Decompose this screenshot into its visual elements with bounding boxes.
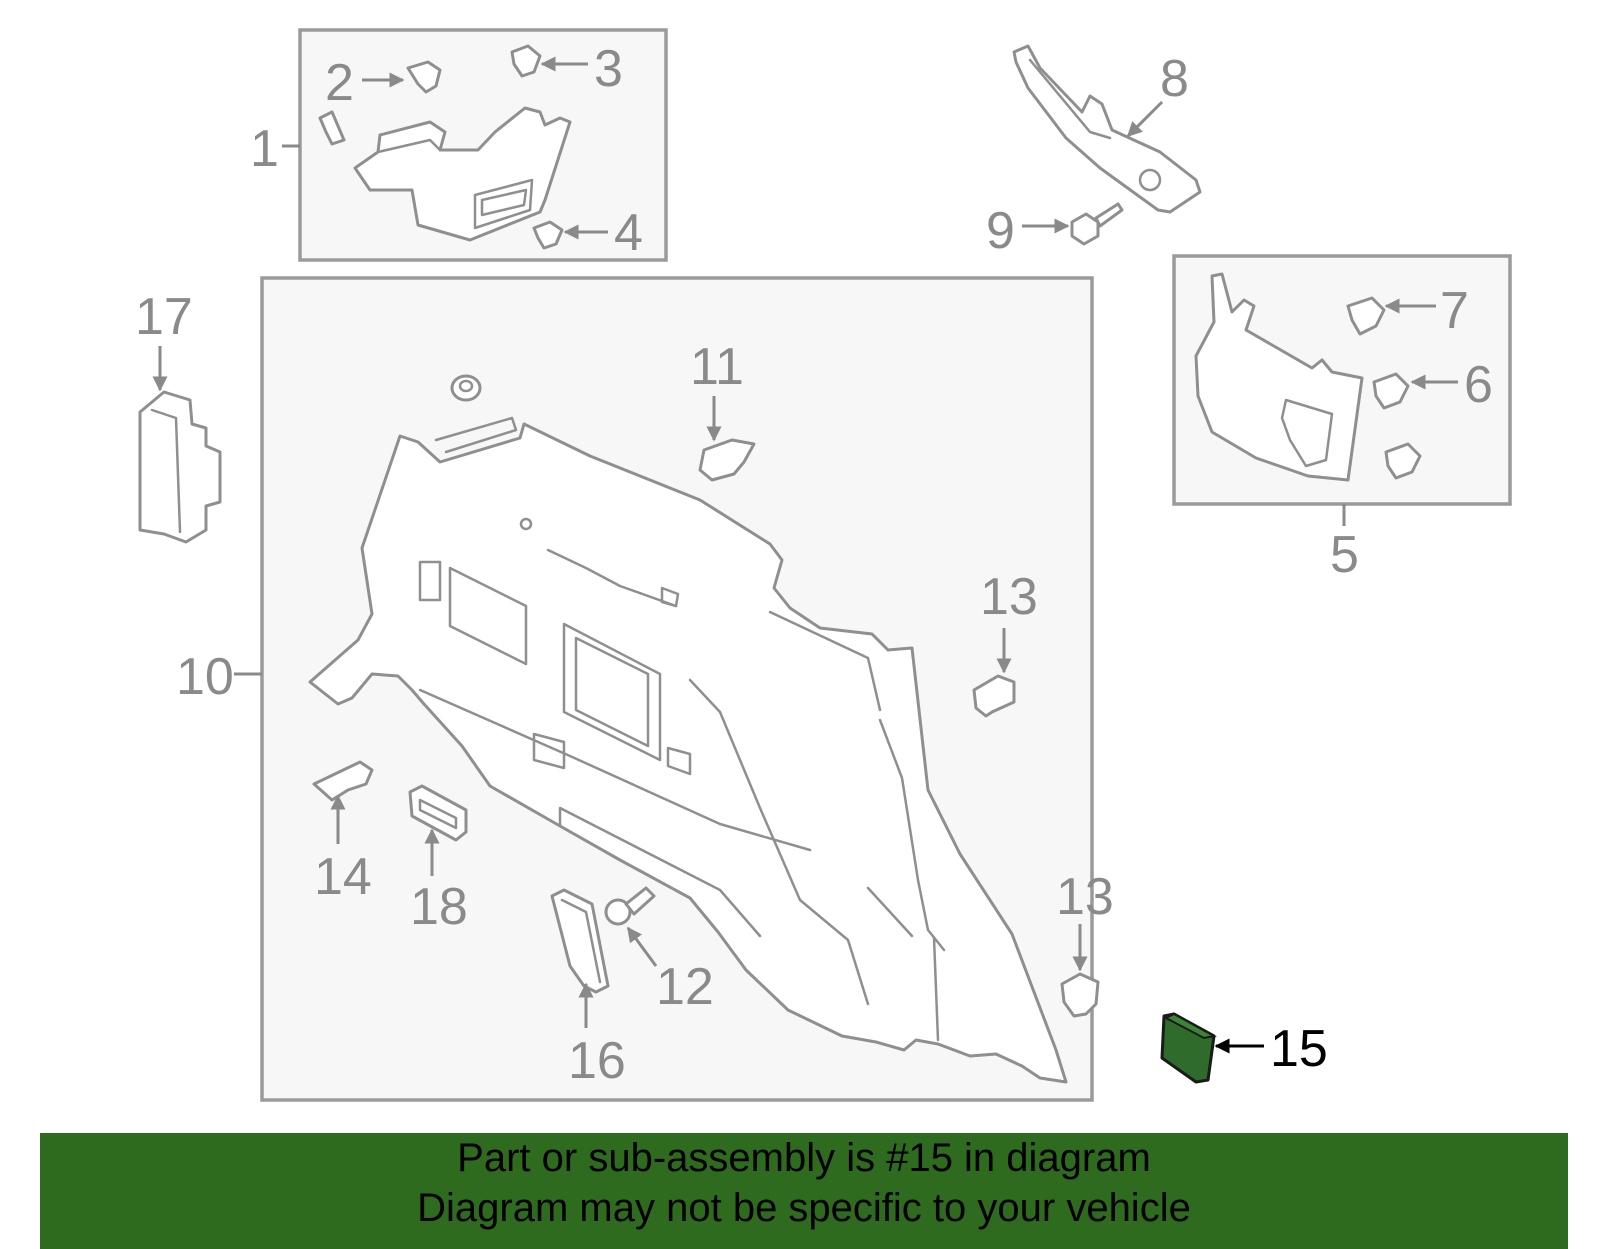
callout-1: 1 <box>250 120 279 178</box>
clip-13-upper <box>972 674 1016 718</box>
bolt-9 <box>1070 202 1124 246</box>
callout-2: 2 <box>325 54 354 112</box>
highlighted-part-15 <box>1160 1012 1217 1084</box>
callout-12: 12 <box>656 958 714 1016</box>
plug-11 <box>698 438 756 482</box>
assembly-box-5 <box>1172 254 1512 506</box>
handle-18 <box>408 784 468 842</box>
callout-3: 3 <box>594 40 623 98</box>
callout-7: 7 <box>1440 282 1469 340</box>
callout-5: 5 <box>1330 526 1359 584</box>
callout-13-lower: 13 <box>1056 868 1114 926</box>
banner-line-1: Part or sub-assembly is #15 in diagram <box>457 1136 1151 1180</box>
callout-18: 18 <box>410 878 468 936</box>
callout-9: 9 <box>986 202 1015 260</box>
assembly-box-1 <box>298 28 668 262</box>
callout-10: 10 <box>176 648 234 706</box>
callout-16: 16 <box>568 1032 626 1090</box>
clip-13-lower <box>1060 972 1100 1018</box>
callout-13-upper: 13 <box>980 568 1038 626</box>
callout-4: 4 <box>614 204 643 262</box>
screw-12 <box>604 886 656 926</box>
assembly-box-10 <box>260 276 1094 1102</box>
callout-8: 8 <box>1160 50 1189 108</box>
callout-15: 15 <box>1270 1020 1328 1078</box>
callout-14: 14 <box>314 848 372 906</box>
trim-piece-17 <box>138 390 222 544</box>
callout-11: 11 <box>690 338 744 396</box>
info-banner: Part or sub-assembly is #15 in diagram D… <box>40 1133 1568 1249</box>
cover-16 <box>550 888 610 994</box>
banner-line-2: Diagram may not be specific to your vehi… <box>417 1186 1191 1230</box>
callout-6: 6 <box>1464 356 1493 414</box>
grommet <box>450 374 482 402</box>
callout-17: 17 <box>135 288 193 346</box>
bracket-8 <box>1012 44 1202 214</box>
